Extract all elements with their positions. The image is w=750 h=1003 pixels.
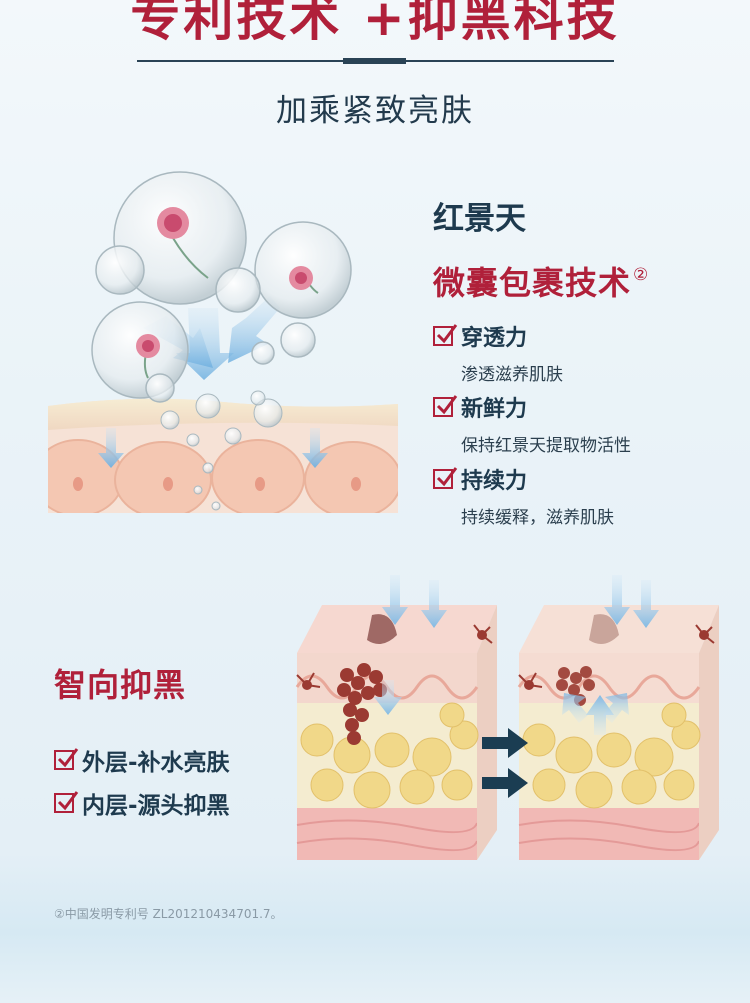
feature-desc: 持续缓释，滋养肌肤 [461,508,614,528]
arrow-right-icon [482,768,528,798]
microcapsule-skin-illustration [48,171,398,513]
layer-item-inner: 内层-源头抑黑 [54,786,230,820]
subtitle: 加乘紧致亮肤 [276,93,474,129]
checkbox-checked-icon [433,324,458,346]
feature-title: 持续力 [461,469,528,494]
smart-whitening-title: 智向抑黑 [54,666,187,704]
layer-label: 外层-补水亮肤 [82,750,230,776]
patent-footnote: ②中国发明专利号 ZL201210434701.7。 [54,907,283,921]
main-title: 专利技术 +抑黑科技 [130,0,620,47]
skin-cube-after-illustration [517,575,719,860]
feature-title: 新鲜力 [461,397,528,422]
tech-title-footnote-mark: ② [633,265,650,285]
feature-desc: 保持红景天提取物活性 [461,436,631,456]
feature-sustained: 持续力 持续缓释，滋养肌肤 [433,463,614,528]
arrow-right-icon [482,728,528,758]
checkbox-checked-icon [433,395,458,417]
layer-item-outer: 外层-补水亮肤 [54,743,230,777]
checkbox-checked-icon [54,791,79,813]
feature-desc: 渗透滋养肌肤 [461,365,563,385]
layer-label: 内层-源头抑黑 [82,793,230,819]
feature-freshness: 新鲜力 保持红景天提取物活性 [433,391,631,456]
title-divider-accent [343,58,406,64]
skin-cube-before-illustration [295,575,497,860]
feature-title: 穿透力 [461,326,528,351]
checkbox-checked-icon [433,467,458,489]
ingredient-name: 红景天 [433,201,526,237]
checkbox-checked-icon [54,748,79,770]
tech-title-text: 微囊包裹技术 [433,264,632,302]
feature-penetration: 穿透力 渗透滋养肌肤 [433,320,563,385]
